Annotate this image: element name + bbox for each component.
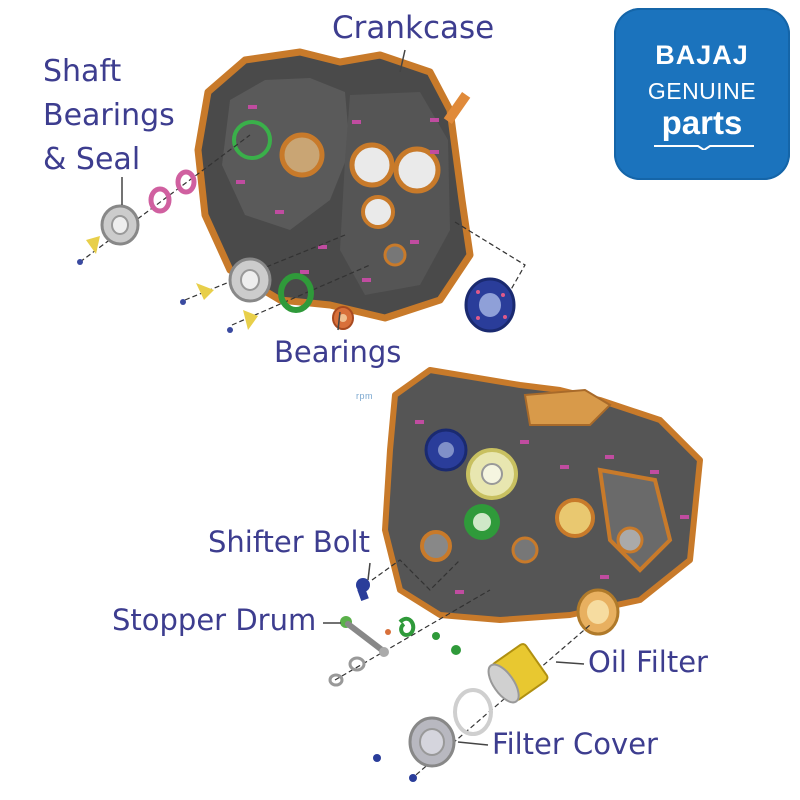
upper-exploded-parts	[77, 134, 526, 333]
watermark: rpm	[356, 391, 373, 401]
logo-swoosh-icon	[654, 145, 754, 150]
upper-crankcase	[194, 48, 474, 322]
shaft-label-line1: Shaft	[43, 54, 122, 89]
shifter-bolt-label: Shifter Bolt	[208, 525, 370, 559]
logo-brand: BAJAJ	[655, 40, 749, 70]
bearings-label: Bearings	[274, 335, 402, 369]
lower-crankcase	[382, 367, 703, 636]
logo-genuine: GENUINE	[647, 78, 757, 104]
shaft-label-line3: & Seal	[43, 142, 141, 177]
filter-cover-label: Filter Cover	[492, 727, 658, 761]
shaft-bearings-seal-label: Shaft Bearings & Seal	[43, 50, 175, 182]
bajaj-genuine-parts-logo: BAJAJ GENUINE parts	[614, 8, 790, 180]
shaft-label-line2: Bearings	[43, 98, 175, 133]
leader-lines	[121, 49, 585, 746]
lower-exploded-parts	[328, 559, 591, 782]
oil-filter-label: Oil Filter	[588, 645, 708, 679]
stopper-drum-label: Stopper Drum	[112, 603, 317, 637]
logo-parts: parts	[661, 104, 743, 141]
crankcase-label: Crankcase	[332, 10, 495, 46]
